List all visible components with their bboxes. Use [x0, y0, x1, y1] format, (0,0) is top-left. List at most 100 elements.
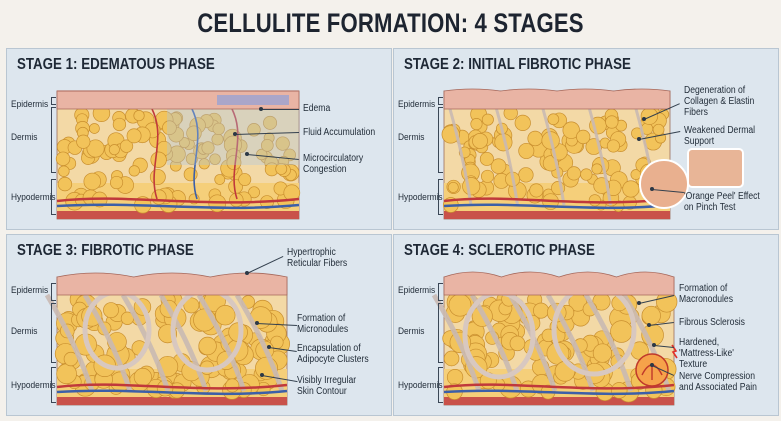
adipocyte	[109, 145, 119, 155]
layer-bracket-epidermis	[438, 97, 443, 105]
adipocyte	[447, 369, 463, 385]
adipocyte	[152, 190, 167, 205]
adipocyte	[472, 133, 487, 148]
adipocyte	[623, 181, 639, 197]
adipocyte	[548, 114, 559, 125]
epidermis-layer	[444, 89, 670, 109]
adipocyte	[151, 152, 167, 168]
adipocyte	[226, 379, 239, 392]
annotation-anchor-dot	[647, 323, 651, 327]
adipocyte	[58, 166, 69, 177]
annotation-anchor-dot	[255, 321, 259, 325]
diagram-title: CELLULITE FORMATION: 4 STAGES	[70, 8, 710, 39]
layer-label-epidermis: Epidermis	[11, 99, 48, 110]
layer-label-hypodermis: Hypodermis	[11, 380, 56, 391]
adipocyte	[57, 364, 77, 384]
adipocyte	[77, 135, 90, 148]
layer-bracket-dermis	[51, 303, 56, 363]
adipocyte	[481, 170, 493, 182]
annotation-anchor-dot	[637, 301, 641, 305]
pinch-test-inset-right	[688, 149, 743, 187]
layer-bracket-hypodermis	[438, 179, 443, 215]
adipocyte	[606, 116, 619, 129]
annotation-label: HypertrophicReticular Fibers	[287, 247, 347, 269]
annotation-label: Edema	[303, 103, 330, 114]
adipocyte	[448, 182, 458, 192]
annotation-label: Hardened,'Mattress-Like'Texture	[679, 337, 734, 370]
epidermis-layer	[444, 272, 674, 295]
adipocyte	[134, 110, 144, 120]
adipocyte	[611, 321, 633, 343]
annotation-label: Visibly IrregularSkin Contour	[297, 375, 356, 397]
annotation-label: Formation ofMacronodules	[679, 283, 733, 305]
adipocyte	[642, 306, 661, 325]
stage-2-panel: STAGE 2: INITIAL FIBROTIC PHASE Epidermi…	[393, 48, 779, 230]
annotation-anchor-dot	[267, 345, 271, 349]
adipocyte	[530, 184, 543, 197]
adipocyte	[444, 351, 459, 366]
adipocyte	[150, 169, 165, 184]
layer-label-hypodermis: Hypodermis	[11, 192, 56, 203]
annotation-anchor-dot	[260, 373, 264, 377]
annotation-anchor-dot	[637, 137, 641, 141]
skin-cross-section-illustration	[7, 49, 391, 229]
adipocyte	[199, 337, 217, 355]
annotation-label: 'Orange Peel' Effecton Pinch Test	[684, 191, 760, 213]
annotation-label: Encapsulation ofAdipocyte Clusters	[297, 343, 369, 365]
annotation-anchor-dot	[245, 271, 249, 275]
adipocyte	[58, 177, 72, 191]
adipocyte	[56, 152, 70, 166]
annotation-label: Weakened DermalSupport	[684, 125, 755, 147]
adipocyte	[239, 173, 251, 185]
layer-label-hypodermis: Hypodermis	[398, 380, 443, 391]
annotation-anchor-dot	[652, 343, 656, 347]
layer-label-dermis: Dermis	[398, 132, 424, 143]
adipocyte	[89, 123, 99, 133]
adipocyte	[471, 118, 482, 129]
epidermis-layer	[57, 273, 287, 295]
adipocyte	[103, 303, 118, 318]
adipocyte	[528, 131, 543, 146]
stage-4-panel: STAGE 4: SCLEROTIC PHASE EpidermisDermis…	[393, 234, 779, 416]
adipocyte	[480, 152, 493, 165]
annotation-label: Nerve Compressionand Associated Pain	[679, 371, 757, 393]
annotation-anchor-dot	[245, 152, 249, 156]
adipocyte	[567, 167, 580, 180]
stage-3-panel: STAGE 3: FIBROTIC PHASE EpidermisDermisH…	[6, 234, 392, 416]
adipocyte	[84, 173, 101, 190]
adipocyte	[110, 176, 122, 188]
layer-label-dermis: Dermis	[398, 326, 424, 337]
annotation-leader-line	[261, 109, 299, 110]
layer-bracket-epidermis	[438, 283, 443, 301]
adipocyte	[519, 143, 534, 158]
adipocyte	[607, 140, 619, 152]
pinch-test-inset-left	[640, 160, 688, 208]
layer-label-epidermis: Epidermis	[398, 285, 435, 296]
adipocyte	[127, 129, 141, 143]
adipocyte	[581, 169, 593, 181]
adipocyte	[215, 174, 225, 184]
layer-bracket-dermis	[51, 107, 56, 173]
layer-bracket-hypodermis	[51, 367, 56, 403]
layer-bracket-dermis	[438, 303, 443, 363]
adipocyte	[276, 163, 287, 174]
annotation-anchor-dot	[233, 132, 237, 136]
adipocyte	[463, 178, 480, 195]
layer-bracket-epidermis	[51, 97, 56, 105]
layer-label-dermis: Dermis	[11, 326, 37, 337]
annotation-label: Fluid Accumulation	[303, 127, 375, 138]
edema-fluid	[217, 95, 289, 105]
adipocyte	[592, 164, 602, 174]
adipocyte	[519, 168, 534, 183]
layer-bracket-hypodermis	[438, 367, 443, 403]
annotation-anchor-dot	[650, 187, 654, 191]
layer-bracket-dermis	[438, 107, 443, 173]
adipocyte	[593, 344, 612, 363]
adipocyte	[576, 130, 590, 144]
annotation-anchor-dot	[642, 117, 646, 121]
layer-bracket-epidermis	[51, 283, 56, 301]
adipocyte	[515, 115, 530, 130]
annotation-anchor-dot	[650, 363, 654, 367]
